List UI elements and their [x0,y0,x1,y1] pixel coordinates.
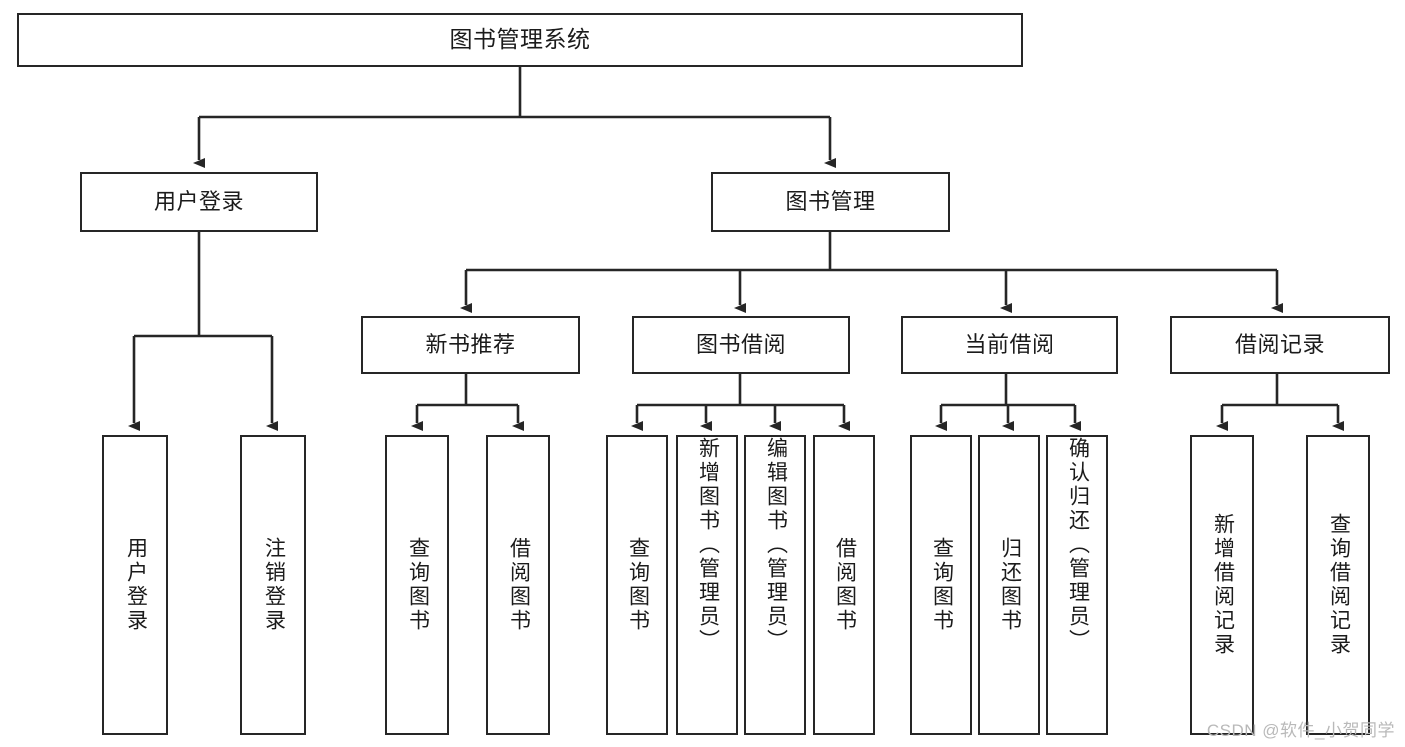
leaf-query-book-1[interactable]: 查询图书 [385,435,449,735]
leaf-borrow-book-1[interactable]: 借阅图书 [486,435,550,735]
node-root-book-management-system[interactable]: 图书管理系统 [17,13,1023,67]
leaf-edit-book-admin[interactable]: 编辑图书（管理员） [744,435,806,735]
node-label: 用户登录 [153,188,244,214]
node-current-borrow[interactable]: 当前借阅 [901,316,1118,374]
node-user-login[interactable]: 用户登录 [80,172,318,232]
node-label: 用户登录 [124,537,148,633]
node-label: 新增图书（管理员） [696,437,720,653]
node-book-borrow[interactable]: 图书借阅 [632,316,850,374]
leaf-logout-login[interactable]: 注销登录 [240,435,306,735]
node-label: 图书借阅 [695,331,786,357]
node-label: 新增借阅记录 [1211,513,1235,657]
leaf-return-book[interactable]: 归还图书 [978,435,1040,735]
leaf-query-book-2[interactable]: 查询图书 [606,435,668,735]
node-label: 当前借阅 [964,331,1055,357]
node-borrow-record[interactable]: 借阅记录 [1170,316,1390,374]
node-book-management[interactable]: 图书管理 [711,172,950,232]
node-label: 借阅记录 [1234,331,1325,357]
node-label: 新书推荐 [425,331,516,357]
node-label: 查询图书 [406,537,430,633]
leaf-query-book-3[interactable]: 查询图书 [910,435,972,735]
node-label: 借阅图书 [833,537,857,633]
leaf-user-login[interactable]: 用户登录 [102,435,168,735]
node-label: 借阅图书 [507,537,531,633]
csdn-watermark: CSDN @软件_小贺同学 [1206,721,1395,740]
leaf-add-book-admin[interactable]: 新增图书（管理员） [676,435,738,735]
node-label: 图书管理系统 [449,26,591,53]
leaf-confirm-return-admin[interactable]: 确认归还（管理员） [1046,435,1108,735]
node-label: 查询图书 [930,537,954,633]
leaf-borrow-book-2[interactable]: 借阅图书 [813,435,875,735]
node-label: 归还图书 [998,537,1022,633]
node-label: 查询图书 [626,537,650,633]
node-label: 查询借阅记录 [1327,513,1351,657]
node-label: 编辑图书（管理员） [764,437,788,653]
node-label: 确认归还（管理员） [1066,437,1090,653]
leaf-add-borrow-record[interactable]: 新增借阅记录 [1190,435,1254,735]
node-label: 注销登录 [262,537,286,633]
node-label: 图书管理 [785,188,876,214]
node-new-book-recommend[interactable]: 新书推荐 [361,316,580,374]
leaf-query-borrow-record[interactable]: 查询借阅记录 [1306,435,1370,735]
